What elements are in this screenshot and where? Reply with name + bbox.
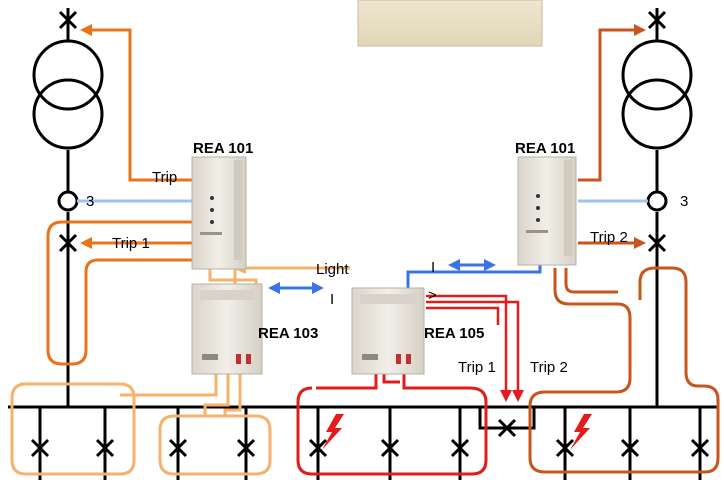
arrow-head — [312, 282, 324, 294]
rea105-trip-wires — [426, 294, 520, 392]
breaker-cross-icon — [450, 438, 470, 458]
breaker-cross-icon — [308, 438, 328, 458]
trip2-label-right: Trip 2 — [590, 229, 628, 246]
breaker-cross-icon — [555, 438, 575, 458]
breaker-cross-icon — [168, 438, 188, 458]
arc-flash-icon — [570, 414, 592, 450]
switchgear-photo — [357, 0, 543, 47]
current-i-top-label: I — [431, 259, 435, 276]
light-label: Light — [316, 261, 349, 278]
trip-label-right: Trip — [602, 179, 627, 196]
current-link-right — [406, 262, 542, 290]
breaker-cross-icon — [58, 10, 78, 30]
rea101-to-rea103-wire — [208, 268, 258, 286]
light-wire — [233, 266, 350, 286]
trip1-label-left: Trip 1 — [112, 235, 150, 252]
arc-flash-icon — [322, 414, 344, 450]
relay-unit-icon — [191, 283, 263, 375]
zone-loop-right-incomer — [528, 266, 720, 474]
rea105-feeder-wires — [382, 372, 400, 384]
breaker-cross-icon — [647, 233, 667, 253]
zone-loop-feeders-a — [10, 382, 136, 476]
outgoing-feeders — [38, 407, 702, 480]
breaker-cross-icon — [620, 438, 640, 458]
zone-loop-left-incomer — [46, 220, 192, 366]
rea103-feeder-wires — [120, 372, 242, 416]
arrow-head — [634, 237, 646, 249]
breaker-cross-icon — [58, 233, 78, 253]
trip1-bus-label: Trip 1 — [458, 359, 496, 376]
trip-wire-left-top — [86, 28, 192, 182]
arrow-head — [484, 259, 496, 271]
arrow-head — [512, 390, 524, 402]
trip-label-left: Trip — [152, 169, 177, 186]
ct-ratio-right: 3 — [680, 193, 688, 210]
breaker-cross-icon — [690, 438, 710, 458]
current-i-mid-label: I — [330, 291, 334, 308]
breaker-cross-icon — [236, 438, 256, 458]
relay-unit-icon — [517, 156, 577, 266]
arrow-head — [268, 282, 280, 294]
arrow-head — [500, 390, 512, 402]
breaker-cross-icon — [30, 438, 50, 458]
rea105-label: REA 105 — [424, 325, 484, 342]
bus-tie — [478, 407, 536, 430]
arrow-head — [80, 237, 92, 249]
zone-loop-feeders-b — [158, 414, 272, 476]
breaker-cross-icon — [497, 418, 517, 438]
breaker-cross-icon — [380, 438, 400, 458]
rea101-right-label: REA 101 — [515, 140, 575, 157]
trip2-bus-label: Trip 2 — [530, 359, 568, 376]
current-transformer-icon — [646, 190, 668, 212]
arrow-head — [80, 24, 92, 36]
transformer-icon — [621, 39, 693, 150]
arrow-head — [634, 24, 646, 36]
relay-unit-icon — [191, 156, 247, 270]
zone-loop-feeders-red — [296, 372, 488, 476]
ct-ratio-left: 3 — [86, 193, 94, 210]
current-transformer-icon — [57, 190, 79, 212]
zone-wire-right — [564, 268, 618, 294]
arrow-head — [448, 259, 460, 271]
greater-than-label: > — [428, 287, 437, 304]
breaker-cross-icon — [647, 10, 667, 30]
relay-unit-icon — [351, 287, 425, 375]
transformer-icon — [32, 39, 104, 150]
rea103-label: REA 103 — [258, 325, 318, 342]
trip-wire-right-top — [578, 28, 640, 182]
rea101-left-label: REA 101 — [193, 140, 253, 157]
breaker-cross-icon — [95, 438, 115, 458]
